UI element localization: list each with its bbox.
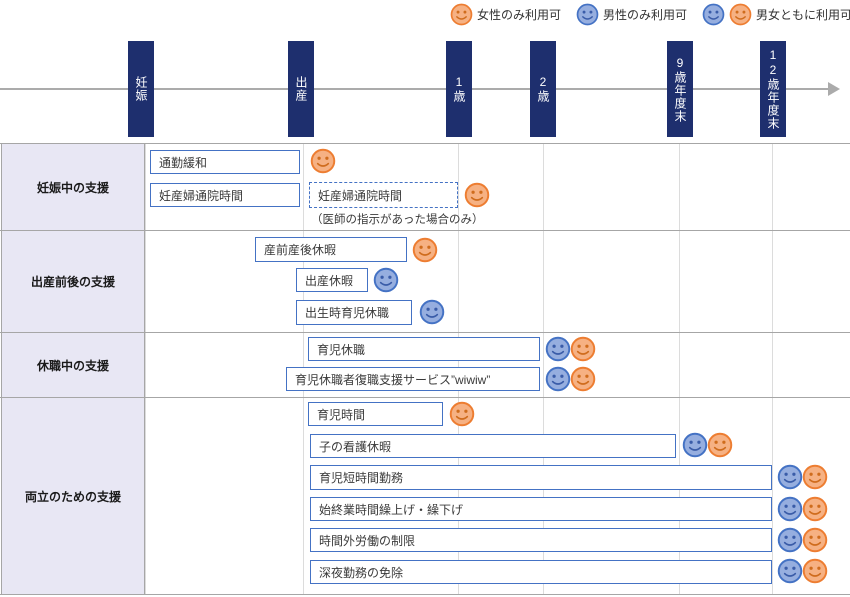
legend-item-male-only: 男性のみ利用可 <box>576 3 687 26</box>
program-box-maternity-hospital-visit-conditional: 妊産婦通院時間 <box>309 182 458 208</box>
note-doctor-instruction-only: （医師の指示があった場合のみ） <box>311 214 484 226</box>
program-label: 育児時間 <box>317 407 366 422</box>
program-box-childcare-leave-at-birth: 出生時育児休職 <box>296 300 412 325</box>
gridline-age-9 <box>679 143 680 595</box>
program-label: 育児休職者復職支援サービス”wiwiw” <box>295 372 491 387</box>
female-smiley-icon <box>464 182 490 208</box>
male-smiley-icon <box>419 299 445 325</box>
program-label: 育児短時間勤務 <box>319 471 404 485</box>
section-divider <box>0 397 850 398</box>
program-label: 産前産後休暇 <box>264 243 337 257</box>
timeline-marker-pregnancy: 妊娠 <box>128 41 154 137</box>
female-smiley-icon <box>570 366 596 392</box>
timeline-marker-age-9-fiscal-year-end: 9歳年度末 <box>667 41 693 137</box>
female-smiley-icon <box>802 527 828 553</box>
female-smiley-icon <box>802 496 828 522</box>
timeline-arrow-icon <box>828 82 840 96</box>
program-label: 妊産婦通院時間 <box>318 188 403 203</box>
female-smiley-icon <box>412 237 438 263</box>
legend-label: 男性のみ利用可 <box>603 8 688 22</box>
gridline-age-2 <box>543 143 544 595</box>
program-label: 時間外労働の制限 <box>319 533 416 548</box>
female-smiley-icon <box>449 401 475 427</box>
program-label: 出生時育児休職 <box>305 306 390 320</box>
male-smiley-icon <box>545 366 571 392</box>
timeline-axis <box>0 88 830 90</box>
legend-item-both: 男女ともに利用可 <box>702 3 850 26</box>
legend-label: 女性のみ利用可 <box>477 8 562 22</box>
category-leave-support: 休職中の支援 <box>1 332 145 398</box>
program-box-staggered-start-end-times: 始終業時間繰上げ・繰下げ <box>310 497 772 521</box>
timeline-marker-age-2: 2歳 <box>530 41 556 137</box>
program-box-return-to-work-support-wiwiw: 育児休職者復職支援サービス”wiwiw” <box>286 367 540 391</box>
program-box-commute-relief: 通勤緩和 <box>150 150 300 174</box>
program-box-short-working-hours: 育児短時間勤務 <box>310 465 772 490</box>
program-box-birth-leave: 出産休暇 <box>296 268 368 292</box>
female-smiley-icon <box>802 558 828 584</box>
section-divider <box>0 594 850 595</box>
male-smiley-icon <box>576 3 599 26</box>
timeline-marker-age-12-fiscal-year-end: 12歳年度末 <box>760 41 786 137</box>
program-label: 始終業時間繰上げ・繰下げ <box>319 502 464 517</box>
female-smiley-icon <box>802 464 828 490</box>
male-smiley-icon <box>777 496 803 522</box>
program-box-prenatal-postnatal-leave: 産前産後休暇 <box>255 237 407 262</box>
section-divider <box>0 143 850 144</box>
male-smiley-icon <box>777 558 803 584</box>
program-box-late-night-work-exemption: 深夜勤務の免除 <box>310 560 772 584</box>
timeline-marker-age-1: 1歳 <box>446 41 472 137</box>
female-smiley-icon <box>729 3 752 26</box>
program-label: 出産休暇 <box>305 273 354 288</box>
male-smiley-icon <box>702 3 725 26</box>
legend-label: 男女ともに利用可 <box>756 8 850 22</box>
program-label: 子の看護休暇 <box>319 439 392 454</box>
program-label: 通勤緩和 <box>159 155 208 170</box>
female-smiley-icon <box>570 336 596 362</box>
section-divider <box>0 230 850 231</box>
program-label: 育児休職 <box>317 342 366 357</box>
category-work-life-balance-support: 両立のための支援 <box>1 397 145 595</box>
legend: 女性のみ利用可 男性のみ利用可 男女ともに利用可 <box>450 3 850 26</box>
male-smiley-icon <box>682 432 708 458</box>
male-smiley-icon <box>777 464 803 490</box>
female-smiley-icon <box>707 432 733 458</box>
category-pregnancy-support: 妊娠中の支援 <box>1 143 145 231</box>
program-box-overtime-limit: 時間外労働の制限 <box>310 528 772 552</box>
female-smiley-icon <box>310 148 336 174</box>
male-smiley-icon <box>777 527 803 553</box>
female-smiley-icon <box>450 3 473 26</box>
program-box-maternity-hospital-visit: 妊産婦通院時間 <box>150 183 300 207</box>
program-label: 妊産婦通院時間 <box>159 188 244 203</box>
program-box-childcare-time: 育児時間 <box>308 402 443 426</box>
gridline-age-12 <box>772 143 773 595</box>
legend-item-female-only: 女性のみ利用可 <box>450 3 561 26</box>
program-label: 深夜勤務の免除 <box>319 565 404 580</box>
gridline-pregnancy <box>145 143 146 595</box>
timeline-marker-birth: 出産 <box>288 41 314 137</box>
program-box-childcare-leave: 育児休職 <box>308 337 540 361</box>
male-smiley-icon <box>373 267 399 293</box>
male-smiley-icon <box>545 336 571 362</box>
program-box-child-nursing-leave: 子の看護休暇 <box>310 434 676 458</box>
category-around-birth-support: 出産前後の支援 <box>1 230 145 333</box>
section-divider <box>0 332 850 333</box>
